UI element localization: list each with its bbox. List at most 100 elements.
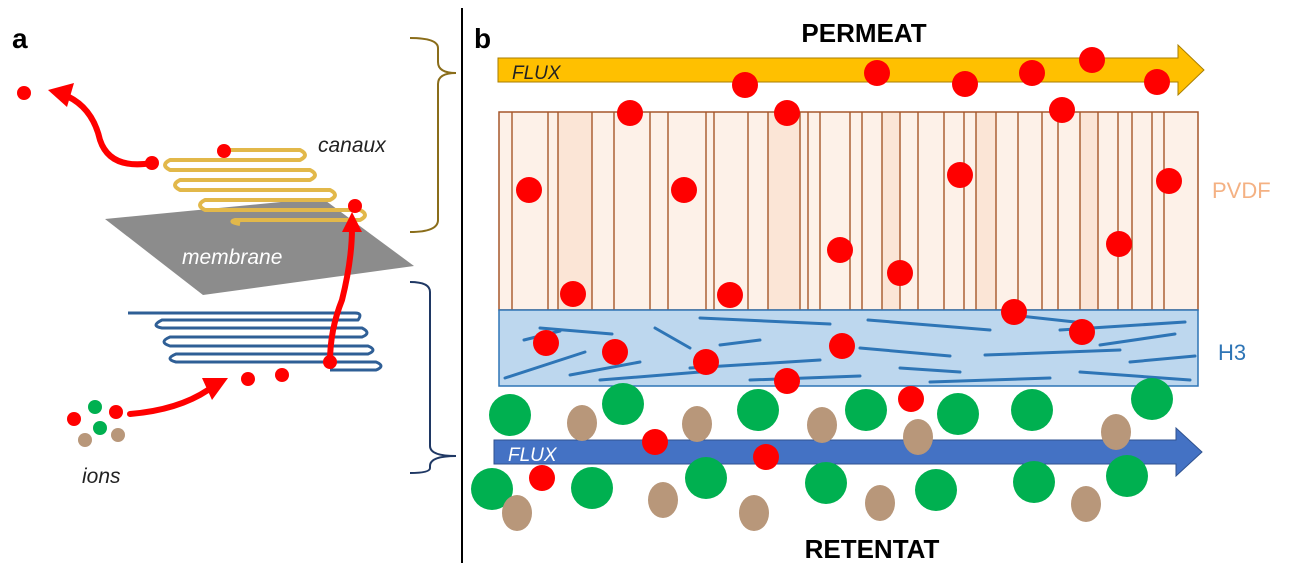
ion-red	[1079, 47, 1105, 73]
ion-red	[829, 333, 855, 359]
ion-cluster	[67, 400, 125, 447]
ion-red	[1001, 299, 1027, 325]
bracket-membrane-lower	[409, 281, 457, 474]
ion-brown	[739, 495, 769, 531]
ion-red	[864, 60, 890, 86]
ion-red	[1019, 60, 1045, 86]
blue-channel	[128, 311, 383, 372]
ion-green	[685, 457, 727, 499]
ion-green	[571, 467, 613, 509]
flux-arrow-top	[497, 43, 1205, 97]
ion-brown	[903, 419, 933, 455]
ion-red	[887, 260, 913, 286]
panel-b-letter: b	[474, 23, 491, 54]
ion-red	[1106, 231, 1132, 257]
ion-red	[529, 465, 555, 491]
h3-flake	[598, 370, 702, 382]
ion-red	[827, 237, 853, 263]
h3-flake	[866, 318, 992, 332]
ion-brown	[865, 485, 895, 521]
h3-flake	[1128, 354, 1197, 364]
h3-flake	[503, 350, 587, 380]
retentate-ions	[471, 378, 1173, 531]
ion-red	[533, 330, 559, 356]
ion-red	[642, 429, 668, 455]
ion-red	[560, 281, 586, 307]
ion-green	[1131, 378, 1173, 420]
ion-red	[1069, 319, 1095, 345]
h3-flake	[698, 316, 832, 326]
h3-label: H3	[1218, 340, 1246, 365]
ion-red	[693, 349, 719, 375]
h3-flake	[653, 326, 692, 350]
ion-green	[602, 383, 644, 425]
membrane-label: membrane	[182, 246, 282, 269]
panel-a-letter: a	[12, 23, 28, 54]
ion-green	[915, 469, 957, 511]
pvdf-pore-shade	[1080, 113, 1098, 309]
ion-red	[774, 368, 800, 394]
ions-label: ions	[82, 465, 121, 488]
ion-path-upper	[59, 91, 155, 168]
pvdf-pore-shade	[976, 113, 996, 309]
h3-flake	[928, 376, 1052, 384]
ion-green	[489, 394, 531, 436]
h3-flake	[1018, 314, 1077, 324]
ion-brown	[1071, 486, 1101, 522]
h3-flake	[748, 374, 862, 382]
gold-channel	[163, 148, 367, 226]
h3-flake	[718, 338, 762, 347]
pvdf-pore-shade	[558, 113, 592, 309]
h3-flake	[538, 326, 614, 336]
red-ions	[516, 47, 1182, 491]
ion-green	[845, 389, 887, 431]
ion-brown	[807, 407, 837, 443]
h3-flake	[1098, 332, 1177, 347]
ion-red	[671, 177, 697, 203]
ion-path-lower-arrowhead	[202, 378, 228, 400]
ion-red	[617, 100, 643, 126]
flux-bottom-label: FLUX	[508, 445, 558, 466]
ion-red	[732, 72, 758, 98]
ion-brown	[1101, 414, 1131, 450]
ion-red	[275, 368, 289, 382]
ion-brown	[682, 406, 712, 442]
ion-red	[774, 100, 800, 126]
ion-brown	[502, 495, 532, 531]
ion-red	[898, 386, 924, 412]
ion-green	[471, 468, 513, 510]
pvdf-pore-shade	[768, 113, 800, 309]
pvdf-pores	[511, 112, 1165, 310]
membrane-sheet	[105, 198, 414, 295]
h3-flake	[1078, 370, 1192, 382]
h3-flakes	[503, 314, 1197, 384]
ion-red	[1144, 69, 1170, 95]
ion-green	[937, 393, 979, 435]
flux-top-label: FLUX	[512, 63, 562, 84]
ion-red	[717, 282, 743, 308]
h3-flake	[983, 348, 1122, 357]
ion-red	[17, 86, 31, 100]
ion-green	[1106, 455, 1148, 497]
ion-red	[323, 355, 337, 369]
ion-path-vertical	[327, 225, 355, 365]
ion-path-lower	[127, 387, 211, 417]
h3-flake	[568, 360, 642, 377]
ion-red	[1156, 168, 1182, 194]
ion-red	[348, 199, 362, 213]
ion-path-vertical-arrowhead	[342, 212, 362, 232]
ion-path-upper-arrowhead	[48, 83, 74, 107]
bracket-canaux	[409, 37, 457, 233]
ion-green	[1011, 389, 1053, 431]
retentat-label: RETENTAT	[805, 534, 940, 563]
pvdf-label: PVDF	[1212, 178, 1271, 203]
ion-brown	[648, 482, 678, 518]
h3-flake	[858, 346, 952, 358]
panel-b: b PERMEAT RETENTAT FLUX PVDF H3 FLUX	[471, 18, 1271, 563]
ion-brown	[567, 405, 597, 441]
ion-red	[516, 177, 542, 203]
ion-green	[805, 462, 847, 504]
canaux-label: canaux	[318, 134, 387, 157]
ion-red	[1049, 97, 1075, 123]
